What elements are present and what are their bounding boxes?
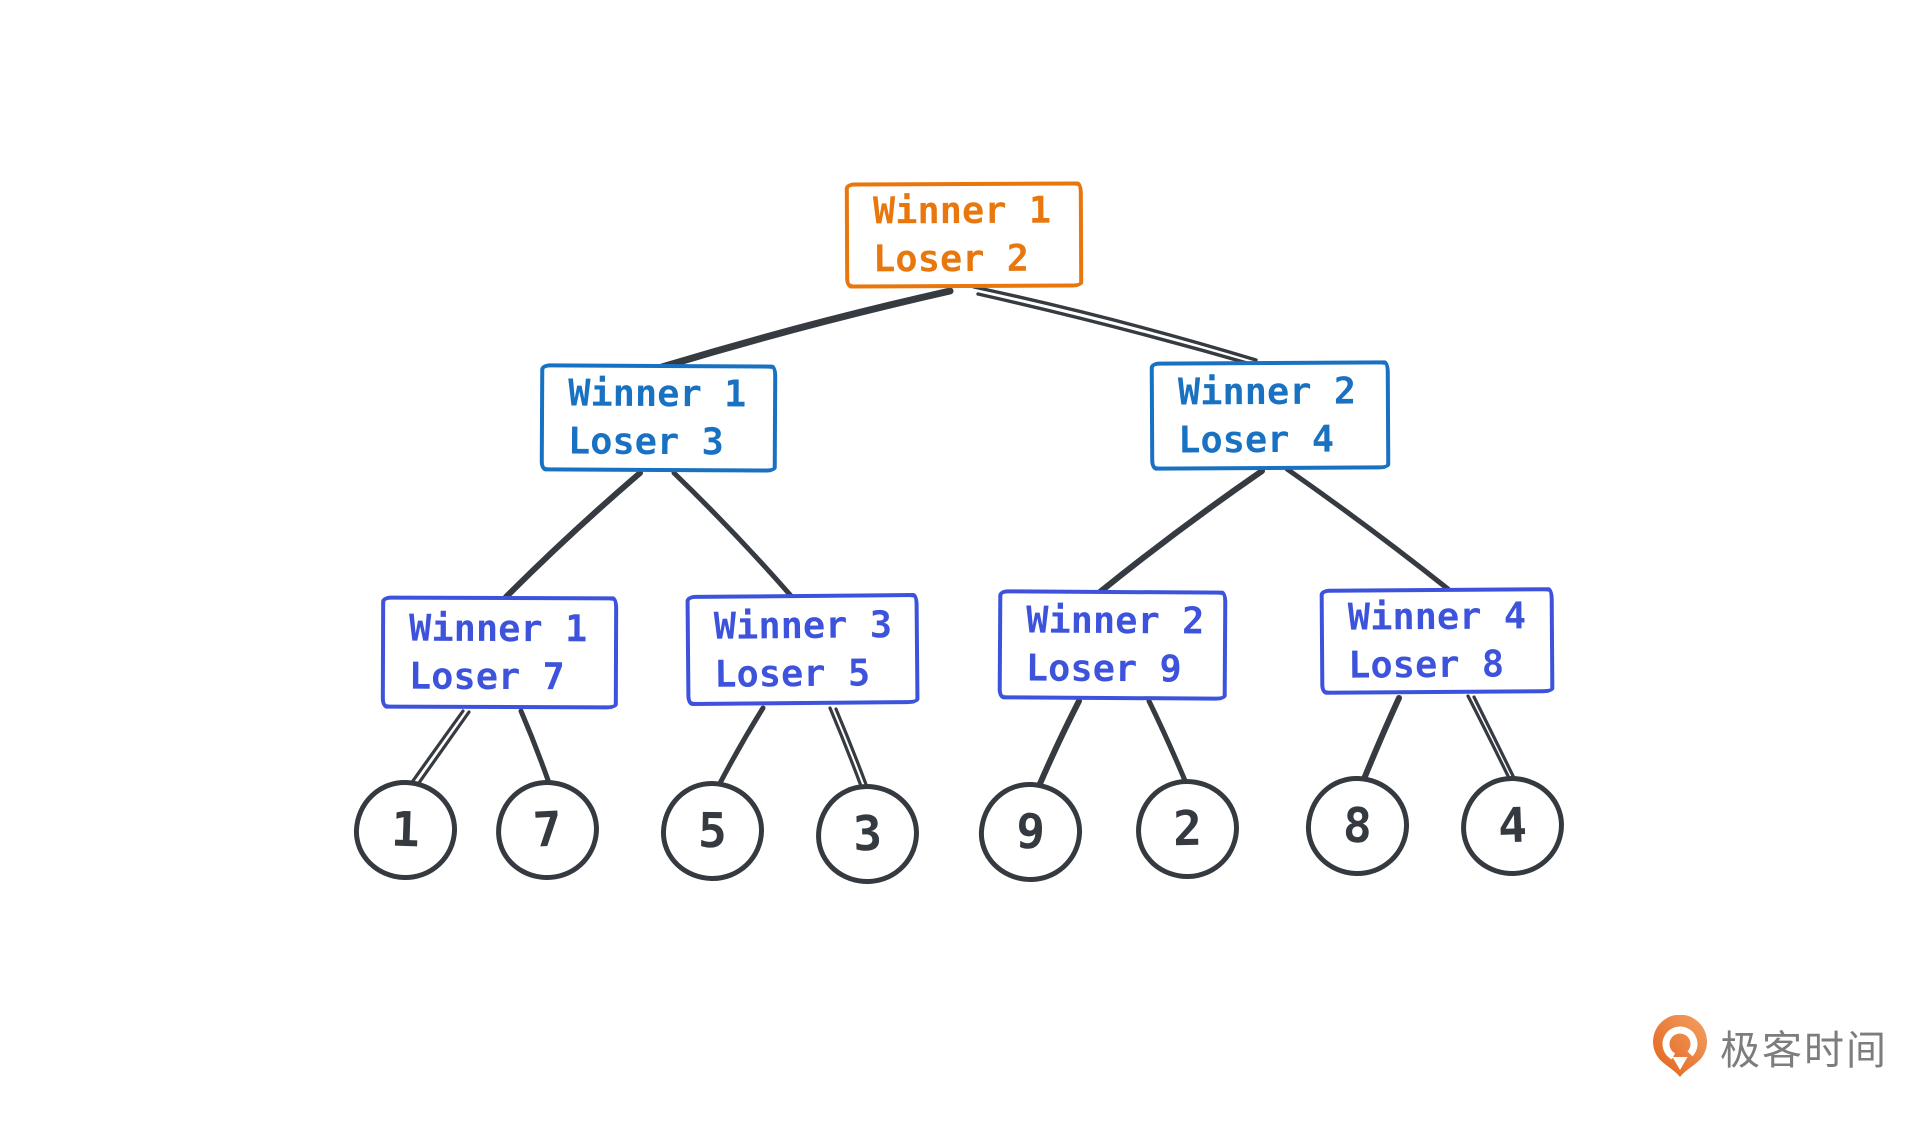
edge-l3c-leaf2	[1146, 698, 1189, 786]
node-loser-label: Loser 3	[567, 419, 724, 464]
edge-l3a-leaf7	[518, 708, 552, 786]
edge-l2a-l3a	[503, 470, 643, 600]
edge-root-l2b	[972, 285, 1263, 369]
node-winner-label: Winner 4	[1347, 594, 1527, 639]
tree-node-level3-4: Winner 4 Loser 8	[1319, 587, 1555, 695]
edge-l3b-leaf5	[716, 705, 766, 788]
node-loser-label: Loser 2	[873, 236, 1030, 281]
leaf-value: 5	[697, 802, 728, 860]
edge-l3d-leaf4	[1466, 694, 1517, 782]
leaf-value: 7	[531, 801, 564, 859]
edge-l3d-leaf8	[1361, 695, 1402, 782]
leaf-value: 8	[1342, 797, 1373, 855]
edge-l2a-l3b	[671, 470, 795, 600]
tree-node-level3-3: Winner 2 Loser 9	[997, 589, 1228, 701]
tree-node-level3-2: Winner 3 Loser 5	[685, 592, 920, 707]
edge-l2b-l3c	[1097, 468, 1265, 595]
node-winner-label: Winner 1	[409, 606, 588, 650]
node-loser-label: Loser 4	[1178, 417, 1335, 461]
edge-l3a-leaf1	[408, 709, 471, 789]
node-winner-label: Winner 1	[568, 371, 747, 416]
geektime-watermark: 极客时间	[1650, 1015, 1888, 1079]
node-loser-label: Loser 8	[1348, 642, 1505, 687]
leaf-value: 3	[852, 805, 883, 863]
node-winner-label: Winner 3	[713, 602, 893, 648]
edge-root-l2a	[658, 287, 954, 371]
tree-node-level2-left: Winner 1 Loser 3	[539, 363, 778, 473]
node-loser-label: Loser 9	[1025, 646, 1182, 691]
tree-node-level3-1: Winner 1 Loser 7	[380, 595, 619, 710]
node-winner-label: Winner 1	[872, 188, 1052, 233]
node-loser-label: Loser 7	[408, 654, 565, 698]
tree-node-level2-right: Winner 2 Loser 4	[1149, 360, 1391, 471]
node-winner-label: Winner 2	[1026, 598, 1205, 643]
tree-node-root: Winner 1 Loser 2	[844, 181, 1084, 289]
leaf-value: 2	[1172, 800, 1203, 858]
geektime-logo-icon	[1653, 1015, 1707, 1077]
edge-l3c-leaf9	[1036, 698, 1082, 789]
leaf-value: 4	[1497, 797, 1528, 855]
node-loser-label: Loser 5	[714, 650, 871, 696]
edge-l2b-l3d	[1284, 466, 1451, 592]
node-winner-label: Winner 2	[1177, 369, 1357, 413]
leaf-value: 1	[390, 801, 421, 859]
leaf-value: 9	[1014, 803, 1047, 861]
edge-l3b-leaf3	[828, 706, 869, 789]
geektime-logo-text: 极客时间	[1720, 1028, 1888, 1074]
